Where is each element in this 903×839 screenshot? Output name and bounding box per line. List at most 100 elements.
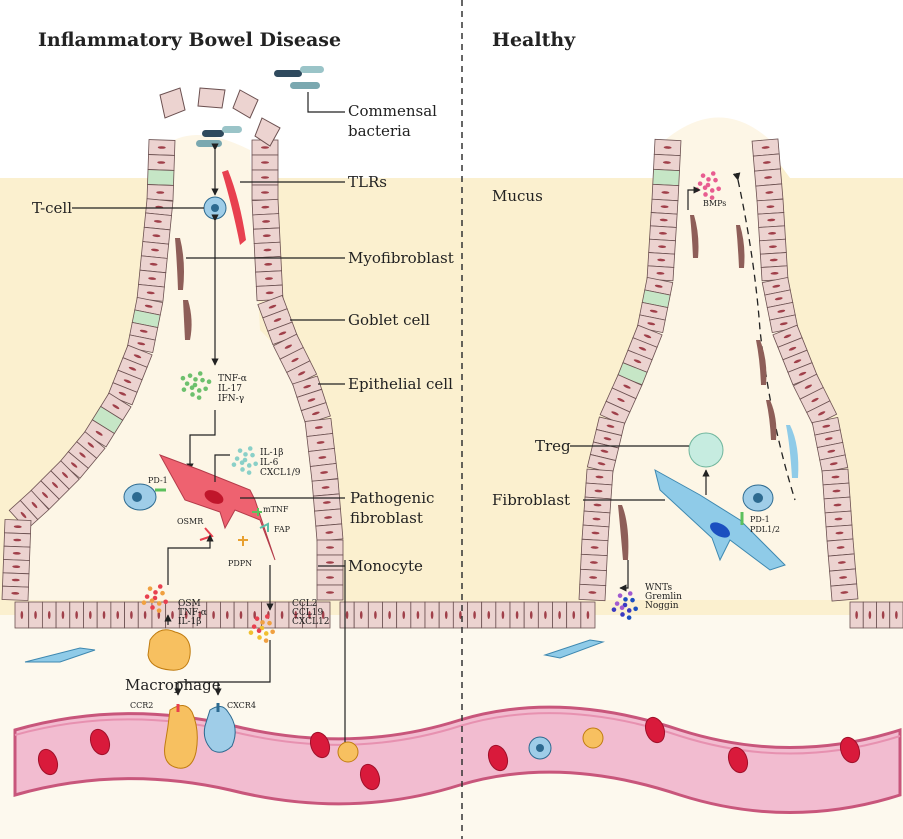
cytokine-ifng: IFN-γ [218, 394, 244, 404]
epithelial-cell [755, 169, 782, 186]
epithelial-cell [317, 570, 343, 585]
epithelial-cell [252, 170, 278, 185]
osmr-label: OSMR [177, 517, 204, 526]
epithelial-cell [654, 139, 681, 155]
epithelial-cell [125, 602, 139, 628]
epithelial-cell [2, 586, 28, 600]
epithelial-cell [149, 140, 175, 156]
epithelial-cell [758, 213, 785, 228]
epithelial-cell [825, 511, 852, 527]
mucus-label: Mucus [492, 187, 543, 205]
cytokine-cxcl: CXCL1/9 [260, 468, 301, 478]
cytokine-il1b: IL-1β [260, 448, 284, 458]
epithelial-cell [148, 170, 174, 186]
epithelial-cell [585, 483, 612, 499]
mtnf-label: mTNF [263, 505, 289, 514]
shed-epithelial-cells [160, 88, 280, 146]
epithelial-cell [757, 199, 784, 214]
pathogenic-label-2: fibroblast [350, 509, 423, 527]
epithelial-cell [317, 540, 343, 555]
epithelial-cell [654, 154, 681, 170]
epithelial-cell [3, 560, 29, 574]
commensal-label-1: Commensal [348, 102, 437, 120]
cytokine-il17: IL-17 [218, 384, 242, 394]
cytokine-il6: IL-6 [260, 458, 279, 468]
epithelial-cell [138, 602, 152, 628]
epithelial-cell [824, 497, 851, 513]
ibd-title: Inflammatory Bowel Disease [38, 29, 341, 51]
epithelial-cell [147, 185, 173, 201]
epithelial-cell [580, 569, 607, 585]
epithelial-cell [253, 228, 280, 244]
epithelial-cell [397, 602, 411, 628]
epithelial-cell [649, 239, 676, 254]
epithelial-cell [275, 602, 289, 628]
pd1-right-label: PD-1 [750, 515, 770, 524]
t-cell-label: T-cell [32, 199, 72, 217]
epithelial-cell [830, 569, 857, 586]
epithelial-cell [148, 155, 174, 171]
epithelial-label: Epithelial cell [348, 375, 453, 393]
pdpn-label: PDPN [228, 559, 252, 568]
epithelial-cell [313, 494, 340, 511]
treg-cell [689, 433, 723, 467]
epithelial-cell [653, 169, 680, 185]
epithelial-cell [496, 602, 510, 628]
pdl-label: PDL1/2 [750, 525, 780, 534]
epithelial-cell [317, 555, 343, 570]
epithelial-cell [220, 602, 234, 628]
epithelial-cell [340, 602, 354, 628]
monocyte-vessel [338, 742, 358, 762]
tlrs-label: TLRs [348, 173, 387, 191]
monocyte-ccr2 [165, 704, 198, 768]
myofibroblast-label: Myofibroblast [348, 249, 454, 267]
epithelial-cell [877, 602, 890, 628]
epithelial-cell [586, 469, 613, 485]
epithelial-cell [582, 525, 609, 541]
epithelial-cell [255, 256, 282, 272]
epithelial-cell [29, 602, 43, 628]
epithelial-cell [312, 479, 339, 496]
epithelial-cell [650, 226, 677, 241]
epithelial-cell [310, 463, 338, 481]
epithelial-cell [831, 584, 858, 601]
epithelial-cell [83, 602, 97, 628]
epithelial-cell [650, 213, 677, 228]
treg-label: Treg [535, 437, 571, 455]
epithelial-cell [368, 602, 382, 628]
epithelial-cell [252, 199, 279, 215]
chemokine-cxcl12: CXCL12 [292, 617, 329, 627]
epithelial-cell [4, 546, 30, 560]
epithelial-cell [317, 585, 343, 600]
epithelial-cell [538, 602, 552, 628]
ccr2-label: CCR2 [130, 701, 153, 710]
epithelial-cell [256, 271, 283, 287]
epithelial-cell [759, 226, 786, 241]
cytokine-tnfa: TNF-α [218, 374, 247, 384]
epithelial-cell [651, 199, 678, 214]
fap-label: FAP [274, 525, 291, 534]
epithelial-cell [439, 602, 453, 628]
epithelial-cell [827, 539, 854, 556]
epithelial-cell [453, 602, 467, 628]
epithelial-cell [890, 602, 903, 628]
epithelial-cell [411, 602, 425, 628]
epithelial-cell [753, 154, 780, 171]
epithelial-cell [823, 483, 850, 499]
epithelial-cell [252, 185, 278, 200]
epithelial-cell [826, 525, 853, 541]
epithelial-cell [828, 554, 855, 571]
epithelial-cell [581, 539, 608, 555]
epithelial-cell [760, 253, 787, 268]
epithelial-cell [652, 184, 679, 200]
epithelial-cell [383, 602, 397, 628]
epithelial-cell [760, 239, 787, 254]
epithelial-cell [863, 602, 876, 628]
macrophage-label: Macrophage [125, 676, 221, 694]
epithelial-cell [15, 602, 29, 628]
epithelial-cell [5, 520, 31, 534]
epithelial-cell [70, 602, 84, 628]
epithelial-cell [315, 509, 342, 526]
epithelial-cell [252, 155, 278, 170]
